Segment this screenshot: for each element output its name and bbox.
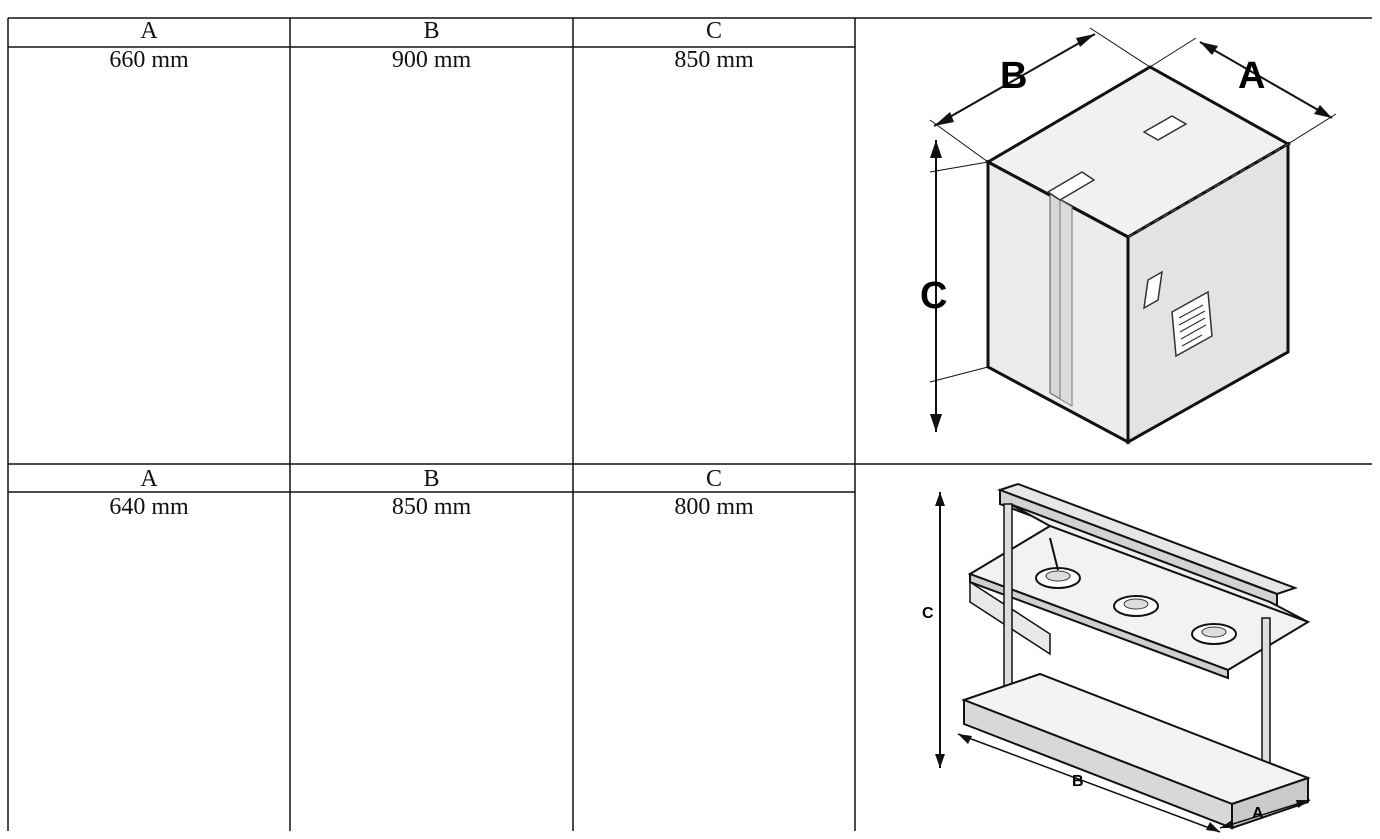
- packed-box-dimension-diagram-icon: B A C: [920, 27, 1337, 445]
- row2-value-c: 800 mm: [674, 494, 754, 520]
- box-label-b: B: [1000, 55, 1027, 97]
- row1-value-a: 660 mm: [109, 47, 189, 73]
- row1-header-a: A: [140, 18, 158, 44]
- heated-display-unit-dimension-diagram-icon: C B A: [922, 482, 1311, 833]
- box-label-c: C: [920, 275, 947, 317]
- row2-header-b: B: [423, 466, 440, 492]
- row1-header-c: C: [705, 18, 722, 44]
- box-label-a: A: [1238, 55, 1265, 97]
- row1-value-c: 850 mm: [674, 47, 754, 73]
- row1-value-b: 900 mm: [391, 47, 472, 73]
- row1-header-b: B: [423, 18, 440, 44]
- row2-value-a: 640 mm: [109, 494, 189, 520]
- row2-value-b: 850 mm: [391, 494, 472, 520]
- unit-label-b: B: [1072, 773, 1084, 790]
- row2-header-a: A: [140, 466, 158, 492]
- unit-label-a: A: [1252, 805, 1264, 822]
- unit-label-c: C: [922, 605, 934, 622]
- row2-header-c: C: [705, 466, 722, 492]
